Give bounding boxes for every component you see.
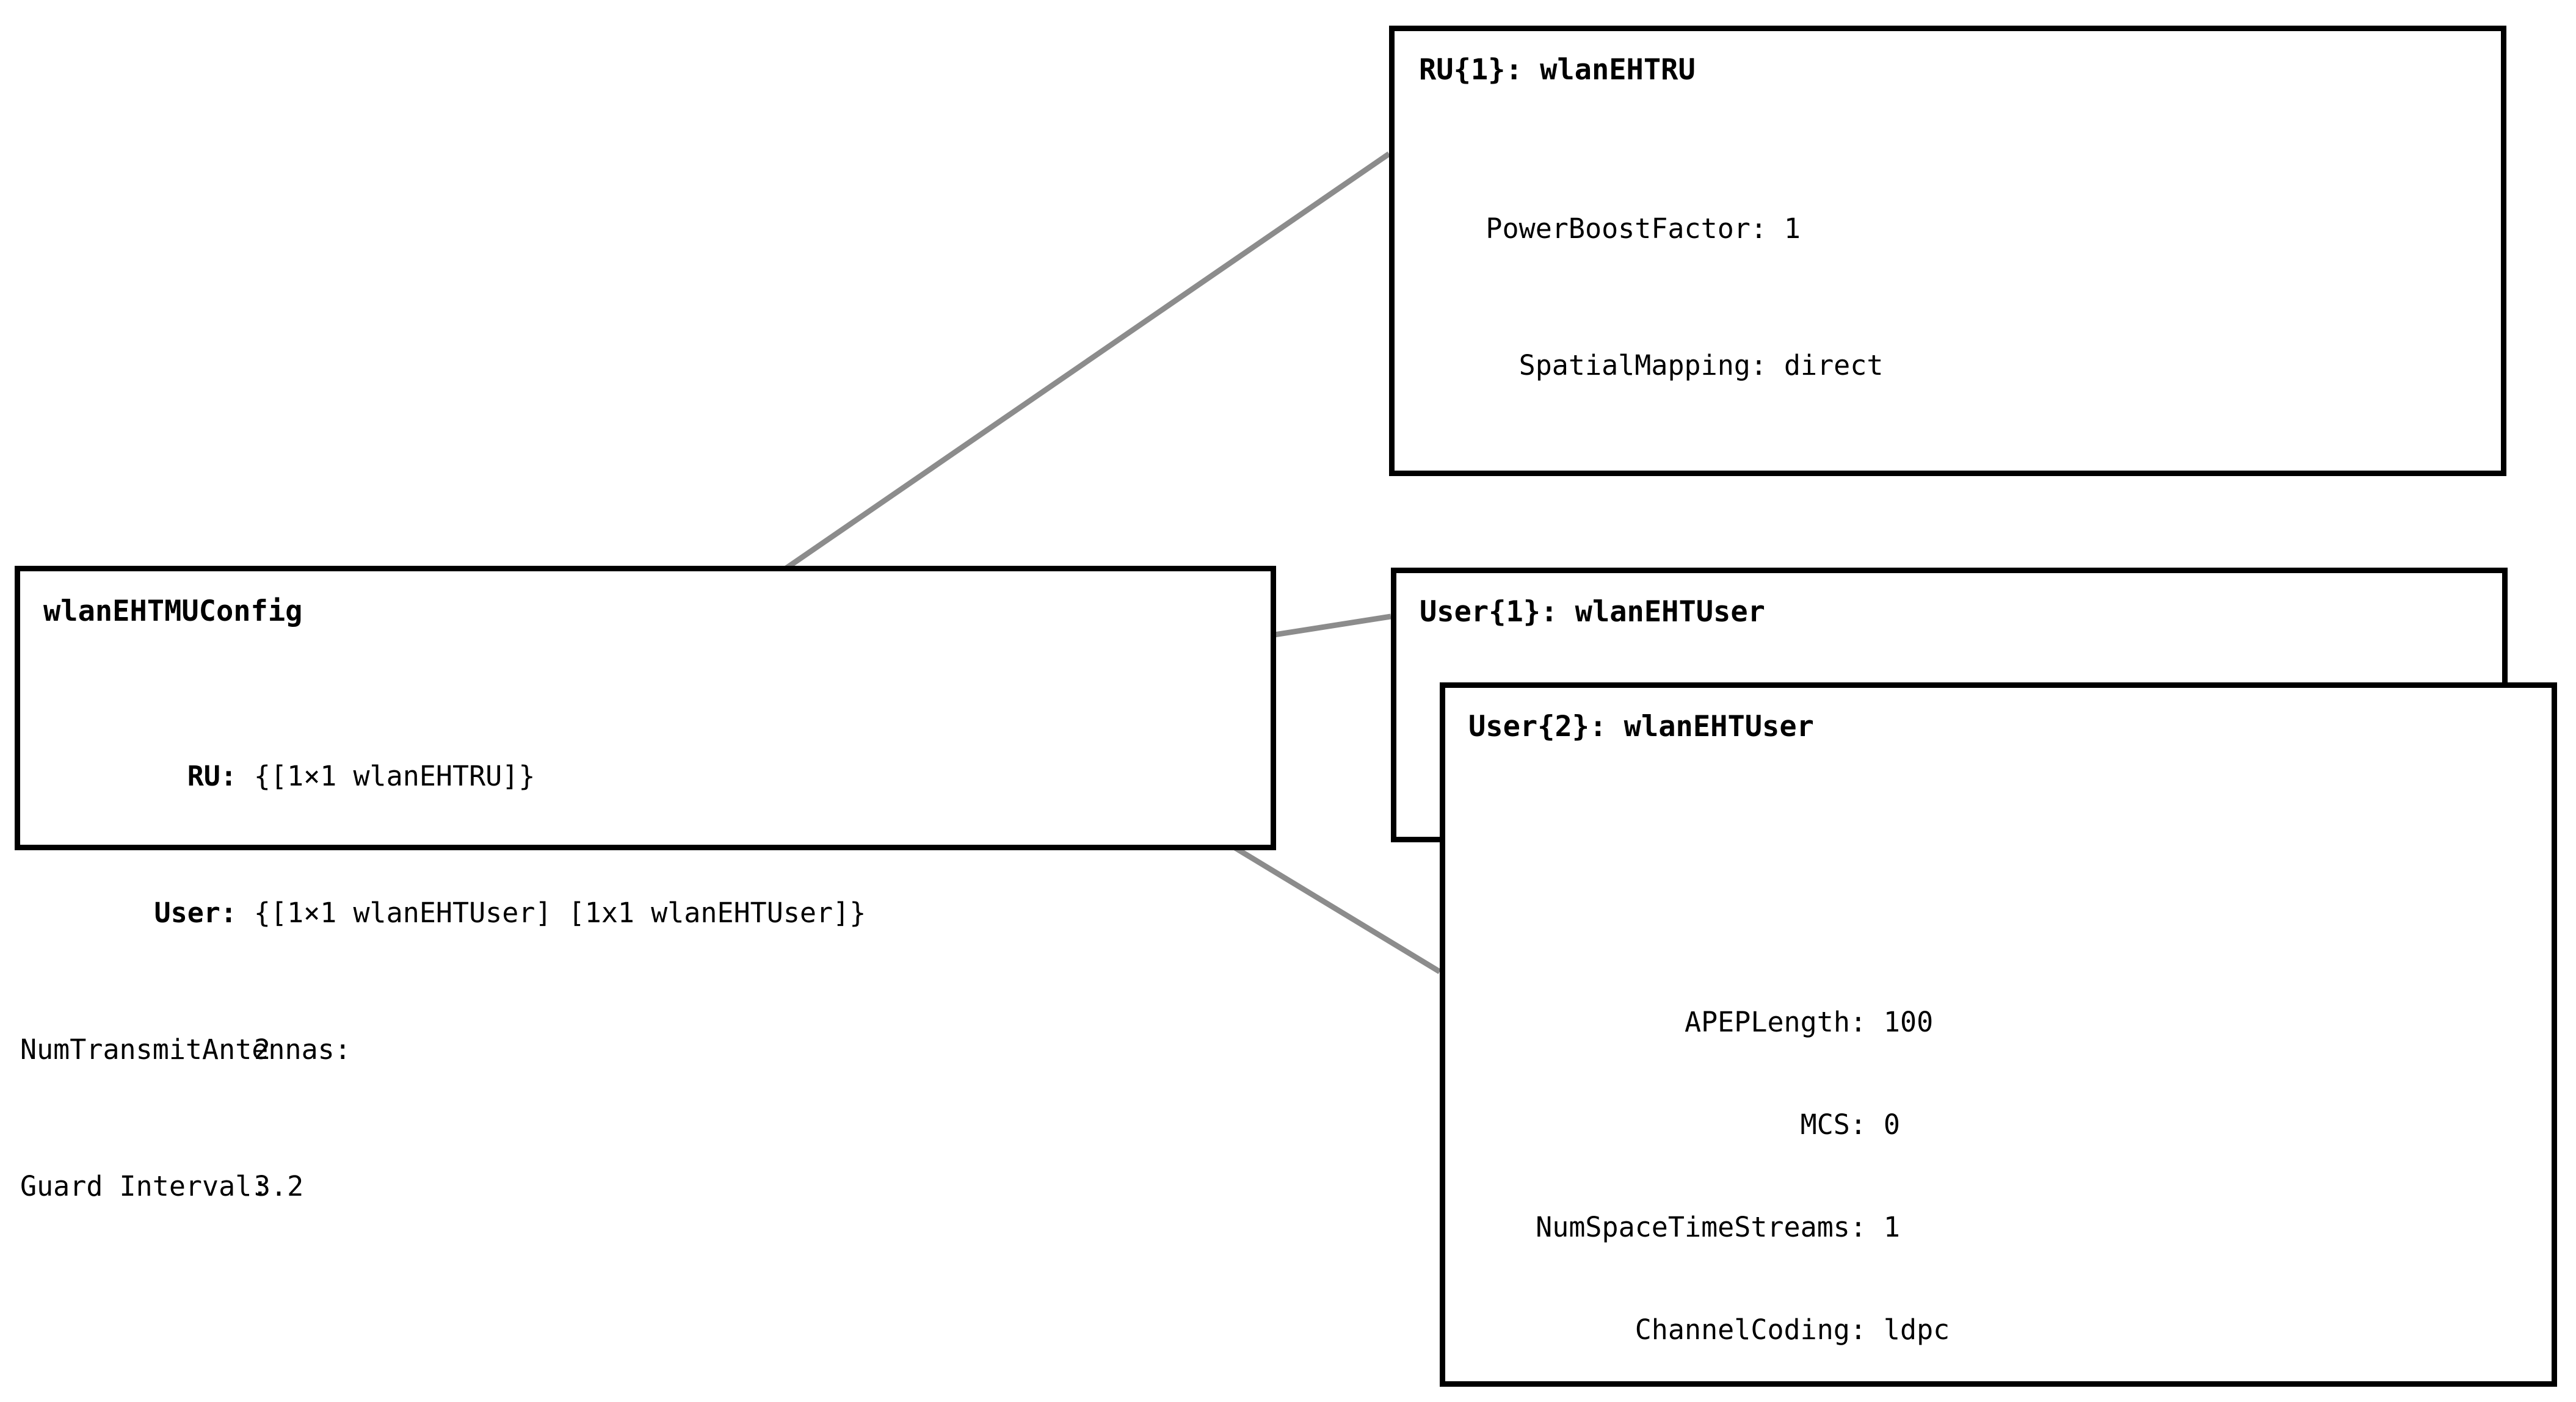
property-key: ChannelCoding:	[1634, 1313, 1867, 1346]
property-row-user: User: {[1×1 wlanEHTUser] [1x1 wlanEHTUse…	[20, 896, 1271, 930]
property-row: SpatialMapping: direct	[1395, 349, 2501, 383]
property-row-guard-interval: Guard Interval: 3.2	[20, 1169, 1271, 1204]
user2-box-heading: User{2}: wlanEHTUser	[1468, 710, 1814, 743]
property-value-guard-interval: 3.2	[253, 1170, 304, 1202]
property-value-user: {[1×1 wlanEHTUser] [1x1 wlanEHTUser]}	[253, 897, 866, 929]
property-value-numtransmitantennas: 2	[253, 1033, 270, 1066]
property-value: direct	[1783, 349, 1884, 381]
property-key-numtransmitantennas: NumTransmitAntennas:	[20, 1033, 351, 1066]
property-value: 1	[1783, 212, 1801, 245]
config-property-list: RU: {[1×1 wlanEHTRU]} User: {[1×1 wlanEH…	[20, 657, 1271, 1306]
property-row: NumSpaceTimeStreams: 1	[1445, 1210, 2552, 1245]
property-row-ru: RU: {[1×1 wlanEHTRU]}	[20, 759, 1271, 793]
property-value: 1	[1883, 1211, 1900, 1243]
property-row: PowerBoostFactor: 1	[1395, 212, 2501, 246]
property-key: SpatialMapping:	[1518, 349, 1767, 381]
property-value: 0	[1883, 1108, 1900, 1141]
ru-box-heading: RU{1}: wlanEHTRU	[1419, 53, 1696, 87]
property-spacer	[1395, 485, 2501, 519]
config-object-box: wlanEHTMUConfig RU: {[1×1 wlanEHTRU]} Us…	[15, 566, 1276, 1202]
config-box-heading: wlanEHTMUConfig	[43, 594, 303, 628]
property-value: 100	[1883, 1006, 1934, 1038]
user2-object-box: User{2}: wlanEHTUser APEPLength: 100 MCS…	[1440, 682, 2557, 1387]
property-key: PowerBoostFactor:	[1486, 212, 1767, 245]
property-row: APEPLength: 100	[1445, 1005, 2552, 1039]
property-row: MCS: 0	[1445, 1108, 2552, 1142]
property-spacer	[1445, 869, 2552, 903]
user1-box-heading: User{1}: wlanEHTUser	[1420, 595, 1765, 629]
property-row-numtransmitantennas: NumTransmitAntennas: 2	[20, 1033, 1271, 1067]
property-key: MCS:	[1800, 1108, 1867, 1141]
property-value-ru: {[1×1 wlanEHTRU]}	[253, 760, 535, 792]
user2-property-list: APEPLength: 100 MCS: 0 NumSpaceTimeStrea…	[1445, 766, 2552, 1402]
property-key-guard-interval: Guard Interval:	[20, 1170, 269, 1202]
property-key: APEPLength:	[1684, 1006, 1867, 1038]
property-row: ChannelCoding: ldpc	[1445, 1313, 2552, 1347]
property-value: ldpc	[1883, 1313, 1950, 1346]
property-key: NumSpaceTimeStreams:	[1536, 1211, 1867, 1243]
property-key-ru[interactable]: RU:	[187, 760, 237, 792]
ru-object-box: RU{1}: wlanEHTRU PowerBoostFactor: 1 Spa…	[1389, 26, 2506, 1065]
property-key-user[interactable]: User:	[154, 897, 237, 929]
